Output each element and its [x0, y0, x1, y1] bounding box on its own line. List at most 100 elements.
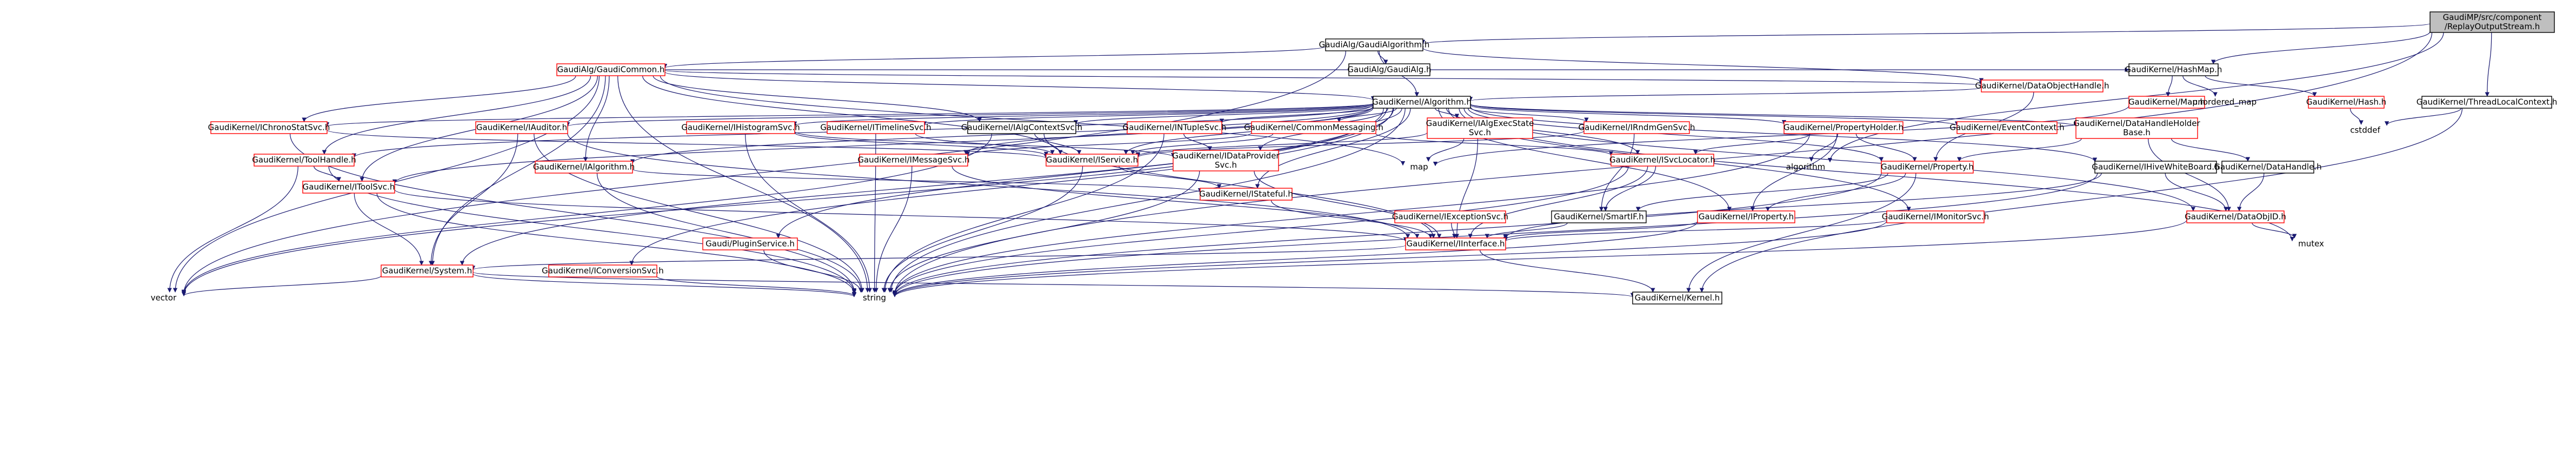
node-iauditor[interactable]: GaudiKernel/IAuditor.h: [475, 121, 568, 134]
node-label-smartif: GaudiKernel/SmartIF.h: [1554, 212, 1643, 222]
node-propholder[interactable]: GaudiKernel/PropertyHolder.h: [1783, 121, 1903, 134]
node-eventctx[interactable]: GaudiKernel/EventContext.h: [1949, 121, 2065, 134]
node-ialgctx[interactable]: GaudiKernel/IAlgContextSvc.h: [961, 121, 1082, 134]
edge-algorithm-to-eventctx: [1470, 104, 1959, 126]
node-label-itimeline: GaudiKernel/ITimelineSvc.h: [820, 123, 931, 133]
node-label-ialgctx: GaudiKernel/IAlgContextSvc.h: [961, 123, 1082, 133]
node-imessage[interactable]: GaudiKernel/IMessageSvc.h: [857, 154, 970, 167]
edge-isvcloc-to-iinterface: [1468, 166, 1648, 239]
edge-algorithm-to-iauditor: [565, 103, 1374, 127]
edge-iinterface-to-system: [471, 244, 1406, 270]
node-box-ialgctx: [967, 121, 1076, 134]
node-iinterface[interactable]: GaudiKernel/IInterface.h: [1405, 237, 1506, 250]
edge-itoolsvc-to-iinterface: [394, 189, 1408, 242]
edge-imonitor-to-iinterface: [1503, 219, 1887, 242]
node-box-intuple: [1127, 121, 1222, 134]
edge-intuple-to-string: [882, 133, 1164, 293]
edge-gaudicommon-to-toolhandle: [322, 75, 591, 155]
node-kernel[interactable]: GaudiKernel/Kernel.h: [1632, 292, 1722, 305]
node-iproperty[interactable]: GaudiKernel/IProperty.h: [1697, 210, 1795, 223]
edge-imonitor-to-string: [892, 220, 1887, 297]
edge-idataprov-to-iinterface: [1254, 170, 1442, 239]
node-box-ihiveboard: [2094, 161, 2217, 174]
edge-ialgctx-to-iservice: [1034, 133, 1082, 155]
node-threadlocal[interactable]: GaudiKernel/ThreadLocalContext.h: [2417, 96, 2558, 109]
node-label-property: GaudiKernel/Property.h: [1881, 162, 1974, 172]
node-itimeline[interactable]: GaudiKernel/ITimelineSvc.h: [820, 121, 931, 134]
edge-threadlocal-to-cstddef: [2384, 108, 2461, 126]
edge-propholder-to-property: [1855, 133, 1917, 162]
node-irndm[interactable]: GaudiKernel/IRndmGenSvc.h: [1579, 121, 1695, 134]
node-smartif[interactable]: GaudiKernel/SmartIF.h: [1551, 210, 1647, 223]
node-label-string: string: [863, 293, 886, 303]
node-box-ialgorithm: [535, 161, 633, 174]
node-dataobjhandle[interactable]: GaudiKernel/DataObjectHandle.h: [1975, 80, 2109, 92]
edge-algorithm-to-iconversion: [629, 108, 1394, 266]
node-commonmsg[interactable]: GaudiKernel/CommonMessaging.h: [1244, 121, 1383, 134]
node-hashH[interactable]: GaudiKernel/Hash.h: [2306, 96, 2386, 109]
node-box-pluginsvc: [702, 237, 798, 250]
node-datahandle[interactable]: GaudiKernel/DataHandle.h: [2214, 161, 2322, 174]
node-iservice[interactable]: GaudiKernel/IService.h: [1046, 154, 1139, 167]
node-label-root: /ReplayOutputStream.h: [2445, 22, 2540, 31]
node-dataobjid[interactable]: GaudiKernel/DataObjID.h: [2185, 210, 2286, 223]
node-iexception[interactable]: GaudiKernel/IExceptionSvc.h: [1392, 210, 1508, 223]
node-ihisto[interactable]: GaudiKernel/IHistogramSvc.h: [681, 121, 800, 134]
node-unordered_map: unordered_map: [2193, 97, 2257, 108]
edge-iauditor-to-iinterface: [567, 133, 1410, 239]
node-ihiveboard[interactable]: GaudiKernel/IHiveWhiteBoard.h: [2092, 161, 2220, 174]
edge-algorithm-to-intuple: [1219, 107, 1374, 123]
node-label-vector: vector: [151, 293, 177, 303]
node-box-gaudialgh: [1348, 63, 1430, 76]
node-iconversion[interactable]: GaudiKernel/IConversionSvc.h: [542, 264, 664, 277]
node-gaudialg[interactable]: GaudiAlg/GaudiAlgorithm.h: [1319, 38, 1430, 51]
node-label-root: GaudiMP/src/component: [2443, 12, 2542, 22]
node-hashmap[interactable]: GaudiKernel/HashMap.h: [2125, 63, 2222, 76]
node-isvcloc[interactable]: GaudiKernel/ISvcLocator.h: [1609, 154, 1715, 167]
node-mapH[interactable]: GaudiKernel/Map.h: [2128, 96, 2205, 109]
edge-iproperty-to-iinterface: [1503, 221, 1698, 240]
node-algorithm[interactable]: GaudiKernel/Algorithm.h: [1372, 96, 1472, 109]
node-ialgorithm[interactable]: GaudiKernel/IAlgorithm.h: [533, 161, 635, 174]
edge-dataobjhandle-to-algorithm: [1468, 87, 1982, 102]
edge-itoolsvc-to-system: [354, 193, 424, 266]
node-gaudialgh[interactable]: GaudiAlg/GaudiAlg.h: [1347, 63, 1432, 76]
node-label-ichrono: GaudiKernel/IChronoStatSvc.h: [208, 123, 330, 133]
node-intuple[interactable]: GaudiKernel/INTupleSvc.h: [1122, 121, 1227, 134]
node-imonitor[interactable]: GaudiKernel/IMonitorSvc.h: [1882, 210, 1989, 223]
node-layer: GaudiMP/src/component/ReplayOutputStream…: [151, 11, 2558, 305]
edge-gaudicommon-to-ialgorithm: [583, 75, 610, 162]
edge-algorithm-to-commonmsg: [1336, 108, 1397, 122]
edge-toolhandle-to-itoolsvc: [314, 166, 342, 182]
edge-algorithm-to-itoolsvc: [392, 106, 1374, 184]
node-box-gaudicommon: [556, 63, 665, 76]
edge-smartif-to-iinterface: [1485, 222, 1568, 239]
node-root[interactable]: GaudiMP/src/component/ReplayOutputStream…: [2429, 11, 2555, 33]
node-map: map: [1410, 162, 1428, 172]
node-property[interactable]: GaudiKernel/Property.h: [1881, 161, 1974, 174]
node-istateful[interactable]: GaudiKernel/IStateful.h: [1199, 188, 1293, 201]
node-label-dhholder: GaudiKernel/DataHandleHolder: [2073, 118, 2200, 128]
node-label-propholder: GaudiKernel/PropertyHolder.h: [1783, 123, 1903, 133]
node-system[interactable]: GaudiKernel/System.h: [381, 264, 474, 277]
edge-ihiveboard-to-dataobjid: [2165, 173, 2228, 211]
edge-irndm-to-smartif: [1599, 133, 1635, 211]
node-itoolsvc[interactable]: GaudiKernel/IToolSvc.h: [302, 181, 395, 194]
edge-hashmap-to-hashH: [2205, 75, 2317, 97]
edge-property-to-smartif: [1636, 173, 1888, 211]
node-gaudicommon[interactable]: GaudiAlg/GaudiCommon.h: [556, 63, 665, 76]
node-toolhandle[interactable]: GaudiKernel/ToolHandle.h: [252, 154, 356, 167]
node-label-iinterface: GaudiKernel/IInterface.h: [1406, 239, 1505, 249]
edge-dhholder-to-property: [1957, 138, 2082, 162]
edge-algorithm-to-ialgorithm: [630, 105, 1374, 164]
node-box-commonmsg: [1251, 121, 1376, 134]
node-ichrono[interactable]: GaudiKernel/IChronoStatSvc.h: [208, 121, 330, 134]
edge-iservice-to-istateful: [1119, 166, 1222, 189]
node-box-iconversion: [548, 264, 657, 277]
node-box-toolhandle: [254, 154, 355, 167]
node-pluginsvc[interactable]: Gaudi/PluginService.h: [702, 237, 798, 250]
